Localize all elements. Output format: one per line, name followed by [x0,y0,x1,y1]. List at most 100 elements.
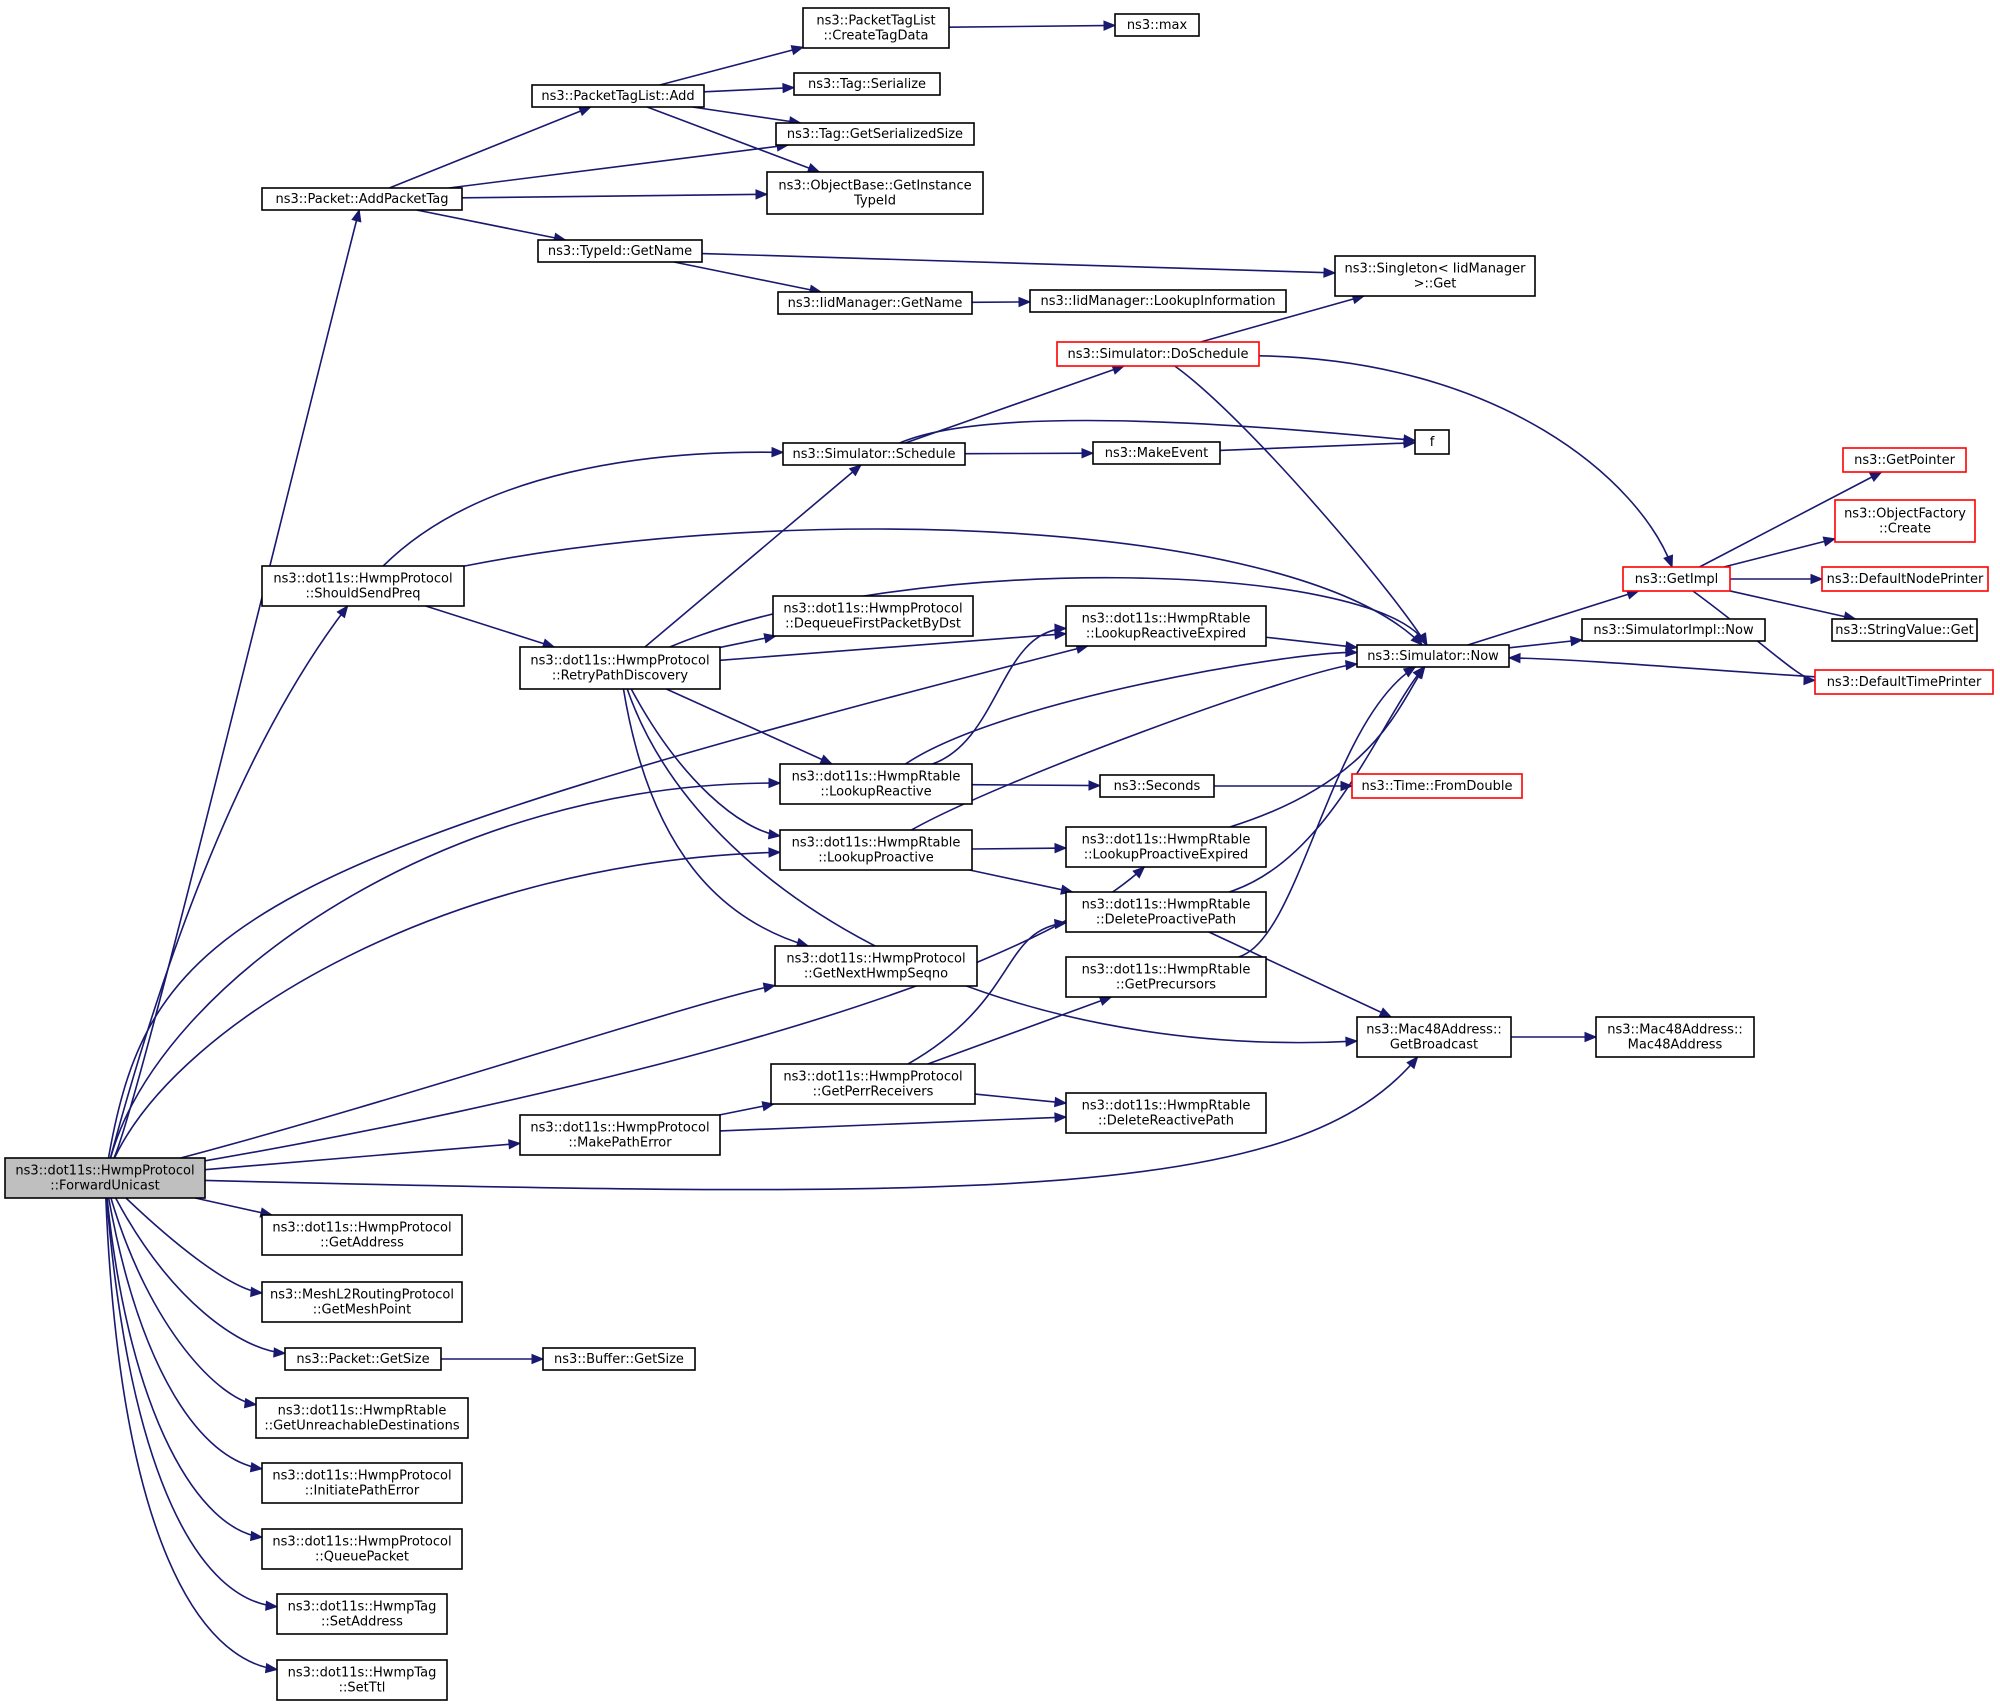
function-node-ns3-defaulttimeprinter[interactable]: ns3::DefaultTimePrinter [1814,669,1994,695]
function-node-ns3-dot11s-hwmprtable-deletereactivepath[interactable]: ns3::dot11s::HwmpRtable::DeleteReactiveP… [1065,1092,1267,1134]
call-edge-addTag-to-tagListAdd [389,106,592,189]
function-node-ns3-dot11s-hwmprtable-deleteproactivepath[interactable]: ns3::dot11s::HwmpRtable::DeleteProactive… [1065,891,1267,933]
function-node-ns3-dot11s-hwmptag-setttl[interactable]: ns3::dot11s::HwmpTag::SetTtl [276,1659,448,1701]
function-node-ns3-dot11s-hwmpprotocol-initiatepatherror[interactable]: ns3::dot11s::HwmpProtocol::InitiatePathE… [261,1462,463,1504]
edge-arrowhead [1098,996,1113,1006]
function-node-ns3-packettaglist-add[interactable]: ns3::PacketTagList::Add [531,84,705,108]
edge-arrowhead [1345,1036,1359,1047]
function-node-ns3-packet-getsize[interactable]: ns3::Packet::GetSize [284,1347,442,1371]
function-node-ns3-mac48address-getbroadcast[interactable]: ns3::Mac48Address::GetBroadcast [1356,1016,1512,1058]
node-label: ::GetUnreachableDestinations [264,1419,460,1434]
function-node-ns3-dot11s-hwmpprotocol-dequeuefirstpacketbydst[interactable]: ns3::dot11s::HwmpProtocol::DequeueFirstP… [772,595,974,637]
node-label: GetBroadcast [1390,1038,1478,1053]
function-node-ns3-dot11s-hwmpprotocol-retrypathdiscovery[interactable]: ns3::dot11s::HwmpProtocol::RetryPathDisc… [519,646,721,690]
function-node-ns3-max[interactable]: ns3::max [1114,13,1200,37]
function-node-f[interactable]: f [1414,429,1450,455]
node-label: ns3::dot11s::HwmpProtocol [272,1221,451,1236]
node-box [1414,429,1450,455]
edge-arrowhead [351,208,362,223]
call-edge-tagListAdd-to-tagSer [703,82,796,94]
node-box [4,1157,206,1199]
function-node-ns3-simulator-doschedule[interactable]: ns3::Simulator::DoSchedule [1056,341,1260,367]
function-node-ns3-dot11s-hwmptag-setaddress[interactable]: ns3::dot11s::HwmpTag::SetAddress [276,1593,448,1635]
function-node-ns3-dot11s-hwmpprotocol-getnexthwmpseqno[interactable]: ns3::dot11s::HwmpProtocol::GetNextHwmpSe… [774,945,978,987]
function-node-ns3-time-fromdouble[interactable]: ns3::Time::FromDouble [1351,773,1523,799]
function-node-ns3-defaultnodeprinter[interactable]: ns3::DefaultNodePrinter [1821,566,1989,592]
edge-arrowhead [819,754,834,765]
function-node-ns3-dot11s-hwmprtable-lookupproactive[interactable]: ns3::dot11s::HwmpRtable::LookupProactive [779,829,973,871]
function-node-ns3-tag-serialize[interactable]: ns3::Tag::Serialize [793,72,941,96]
function-node-ns3-dot11s-hwmpprotocol-shouldsendpreq[interactable]: ns3::dot11s::HwmpProtocol::ShouldSendPre… [261,565,465,607]
function-node-ns3-dot11s-hwmpprotocol-makepatherror[interactable]: ns3::dot11s::HwmpProtocol::MakePathError [519,1114,721,1156]
edge-line [1723,537,1836,568]
node-label: ns3::DefaultTimePrinter [1827,675,1982,690]
node-box [1831,618,1978,642]
edge-arrowhead [1081,448,1095,459]
call-edge-sched-to-f [899,419,1417,445]
node-label: ns3::MeshL2RoutingProtocol [270,1288,454,1303]
function-node-ns3-simulator-now[interactable]: ns3::Simulator::Now [1356,644,1510,668]
function-node-ns3-simulatorimpl-now[interactable]: ns3::SimulatorImpl::Now [1581,618,1766,642]
function-node-ns3-seconds[interactable]: ns3::Seconds [1099,774,1215,798]
node-label: ::DequeueFirstPacketByDst [785,617,961,632]
edge-line [1729,590,1856,620]
node-box [772,595,974,637]
function-node-ns3-dot11s-hwmprtable-lookupreactiveexpired[interactable]: ns3::dot11s::HwmpRtable::LookupReactiveE… [1065,605,1267,647]
function-node-ns3-getimpl[interactable]: ns3::GetImpl [1622,566,1731,592]
edge-arrowhead [762,982,777,993]
function-node-ns3-getpointer[interactable]: ns3::GetPointer [1842,447,1967,473]
node-label: ::GetMeshPoint [313,1303,411,1318]
edge-line [666,688,833,765]
function-node-ns3-makeevent[interactable]: ns3::MakeEvent [1092,441,1221,465]
edge-line [659,46,804,86]
node-box [1834,499,1976,543]
function-node-ns3-buffer-getsize[interactable]: ns3::Buffer::GetSize [542,1347,696,1371]
node-box [775,122,975,146]
call-edge-fwd-to-initErr [107,1197,264,1473]
function-node-ns3-iidmanager-lookupinformation[interactable]: ns3::IidManager::LookupInformation [1029,289,1287,313]
edge-arrowhead [1570,635,1584,647]
node-label: ns3::dot11s::HwmpRtable [792,770,961,785]
call-edge-lookProact-to-lookProactExp [971,842,1068,854]
node-label: ns3::dot11s::HwmpRtable [1082,1099,1251,1114]
function-node-ns3-objectfactory-create[interactable]: ns3::ObjectFactory::Create [1834,499,1976,543]
function-node-ns3-dot11s-hwmpprotocol-getaddress[interactable]: ns3::dot11s::HwmpProtocol::GetAddress [261,1214,463,1256]
edge-line [719,1116,1067,1132]
call-edge-fwd-to-getAddr [195,1197,274,1218]
function-node-ns3-typeid-getname[interactable]: ns3::TypeId::GetName [537,239,703,263]
edge-arrowhead [1416,632,1428,647]
call-edge-fwd-to-setAddr [105,1197,279,1611]
function-node-ns3-iidmanager-getname[interactable]: ns3::IidManager::GetName [777,291,973,315]
edge-line [204,1056,1419,1191]
function-node-ns3-simulator-schedule[interactable]: ns3::Simulator::Schedule [782,442,966,466]
call-edge-bcast-to-macCtor [1511,1031,1598,1043]
function-node-ns3-packet-addpackettag[interactable]: ns3::Packet::AddPacketTag [261,187,463,211]
edge-line [1467,590,1639,646]
call-edge-fwd-to-lookReact [109,777,782,1159]
function-node-ns3-dot11s-hwmpprotocol-queuepacket[interactable]: ns3::dot11s::HwmpProtocol::QueuePacket [261,1528,463,1570]
function-node-ns3-dot11s-hwmpprotocol-getperrreceivers[interactable]: ns3::dot11s::HwmpProtocol::GetPerrReceiv… [770,1063,976,1105]
function-node-ns3-meshl2routingprotocol-getmeshpoint[interactable]: ns3::MeshL2RoutingProtocol::GetMeshPoint [261,1281,463,1323]
node-label: ::LookupProactive [818,851,933,866]
function-node-ns3-tag-getserializedsize[interactable]: ns3::Tag::GetSerializedSize [775,122,975,146]
function-node-ns3-mac48address-mac48address[interactable]: ns3::Mac48Address::Mac48Address [1595,1016,1755,1058]
node-label: ns3::Simulator::Schedule [792,447,955,462]
node-label: ns3::dot11s::HwmpRtable [792,836,961,851]
edge-line [1174,365,1428,646]
function-node-ns3-dot11s-hwmprtable-lookupproactiveexpired[interactable]: ns3::dot11s::HwmpRtable::LookupProactive… [1065,826,1267,868]
function-node-ns3-dot11s-hwmprtable-getprecursors[interactable]: ns3::dot11s::HwmpRtable::GetPrecursors [1065,956,1267,998]
function-node-ns3-dot11s-hwmprtable-getunreachabledestinations[interactable]: ns3::dot11s::HwmpRtable::GetUnreachableD… [255,1397,469,1439]
function-node-ns3-stringvalue-get[interactable]: ns3::StringValue::Get [1831,618,1978,642]
function-node-ns3-dot11s-hwmpprotocol-forwardunicast[interactable]: ns3::dot11s::HwmpProtocol::ForwardUnicas… [4,1157,206,1199]
function-node-ns3-packettaglist-createtagdata[interactable]: ns3::PacketTagList::CreateTagData [802,7,950,49]
call-edge-fwd-to-lookProact [113,847,782,1159]
edge-line [692,106,801,124]
call-edge-lookReact-to-now [905,646,1359,765]
function-node-ns3-singleton-iidmanager-get[interactable]: ns3::Singleton< IidManager>::Get [1334,255,1536,297]
node-label: ns3::GetPointer [1854,453,1955,468]
function-node-ns3-dot11s-hwmprtable-lookupreactive[interactable]: ns3::dot11s::HwmpRtable::LookupReactive [779,763,973,805]
edge-line [719,632,1067,662]
node-box [261,1462,463,1504]
call-edge-delProact-to-now [1228,665,1425,893]
